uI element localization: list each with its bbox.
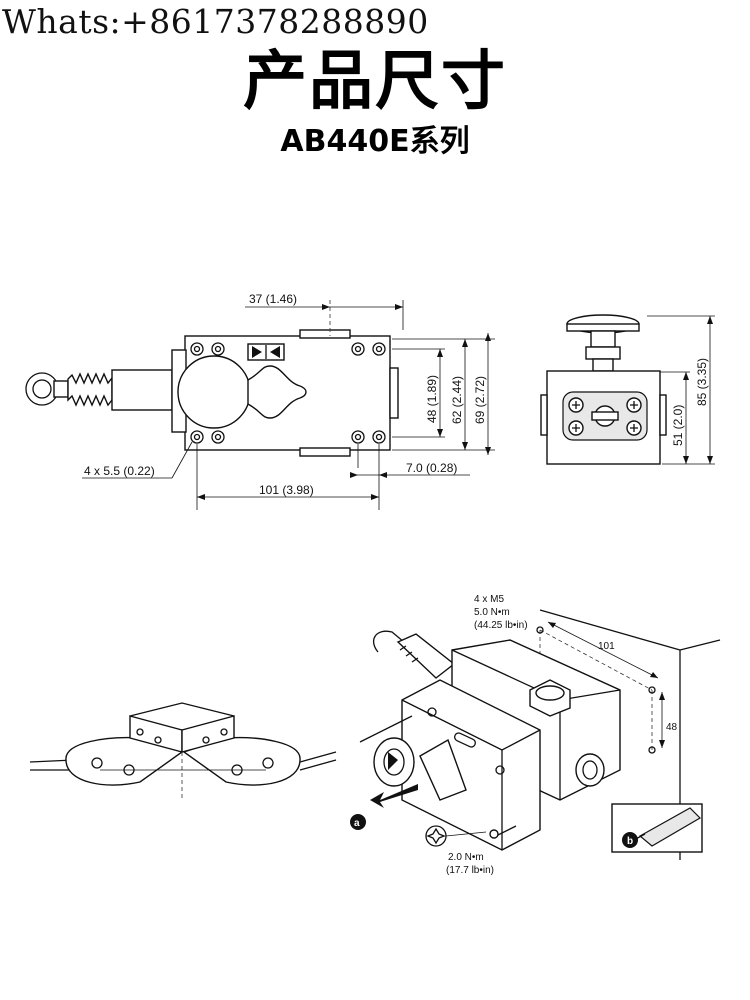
dim-height-62: 62 (2.44) (450, 376, 464, 424)
contact-text: Whats:+8617378288890 (2, 2, 429, 41)
torque1: 5.0 N•m (474, 607, 510, 618)
cable-pulley-diagram (29, 702, 337, 800)
page-title: 产品尺寸 (243, 45, 507, 119)
dim-height-69: 69 (2.72) (473, 376, 487, 424)
torque2-imperial: (17.7 lb•in) (446, 865, 494, 876)
dim-top-width: 37 (1.46) (249, 292, 297, 306)
dim-offset: 7.0 (0.28) (406, 461, 457, 475)
dim-total-height: 85 (3.35) (695, 358, 709, 406)
torque1-imperial: (44.25 lb•in) (474, 620, 528, 631)
page-subtitle: AB440E系列 (280, 124, 470, 159)
label-a: a (354, 818, 360, 829)
dim-length: 101 (3.98) (259, 483, 314, 497)
top-view-diagram: 37 (1.46) 48 (1.89) 62 (2.44) 69 (2.72) … (25, 292, 495, 510)
label-b: b (627, 836, 633, 847)
side-view-diagram: 51 (2.0) 85 (3.35) (540, 314, 715, 465)
torque2: 2.0 N•m (448, 852, 484, 863)
dim-48: 48 (666, 722, 678, 733)
dim-height-48: 48 (1.89) (425, 375, 439, 423)
dim-101: 101 (598, 641, 615, 652)
installation-diagram: 101 48 b (350, 594, 721, 876)
dim-body-height: 51 (2.0) (671, 405, 685, 446)
screw-spec: 4 x M5 (474, 594, 504, 605)
dim-holes: 4 x 5.5 (0.22) (84, 464, 155, 478)
